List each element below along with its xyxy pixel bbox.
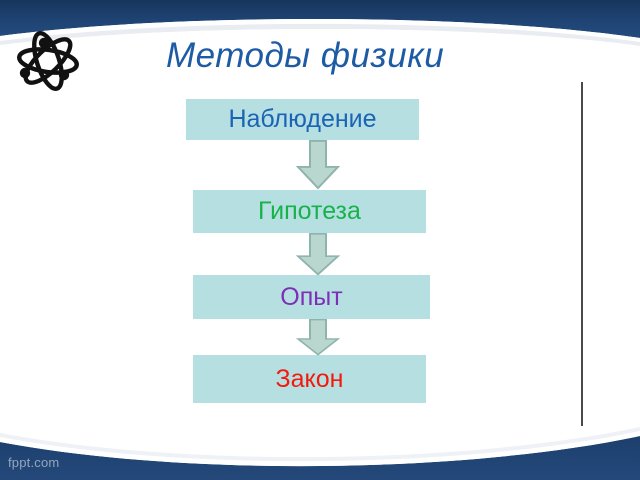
flow-step-hypothesis[interactable]: Гипотеза [193,190,426,233]
watermark-label: fppt.com [8,455,60,470]
atom-icon [17,31,79,91]
flow-step-label: Опыт [280,282,343,311]
flow-step-experiment[interactable]: Опыт [193,275,430,319]
flow-step-law[interactable]: Закон [193,355,426,403]
flow-step-label: Закон [275,364,344,393]
arrow-down-icon [296,233,340,276]
vertical-divider [581,82,583,426]
arrow-down-icon [296,140,340,190]
arrow-down-icon [296,319,340,356]
flow-step-observation[interactable]: Наблюдение [186,99,419,140]
flow-step-label: Гипотеза [258,197,361,225]
bottom-decorative-band [0,427,640,480]
page-title: Методы физики [166,36,445,75]
flow-step-label: Наблюдение [228,105,377,133]
